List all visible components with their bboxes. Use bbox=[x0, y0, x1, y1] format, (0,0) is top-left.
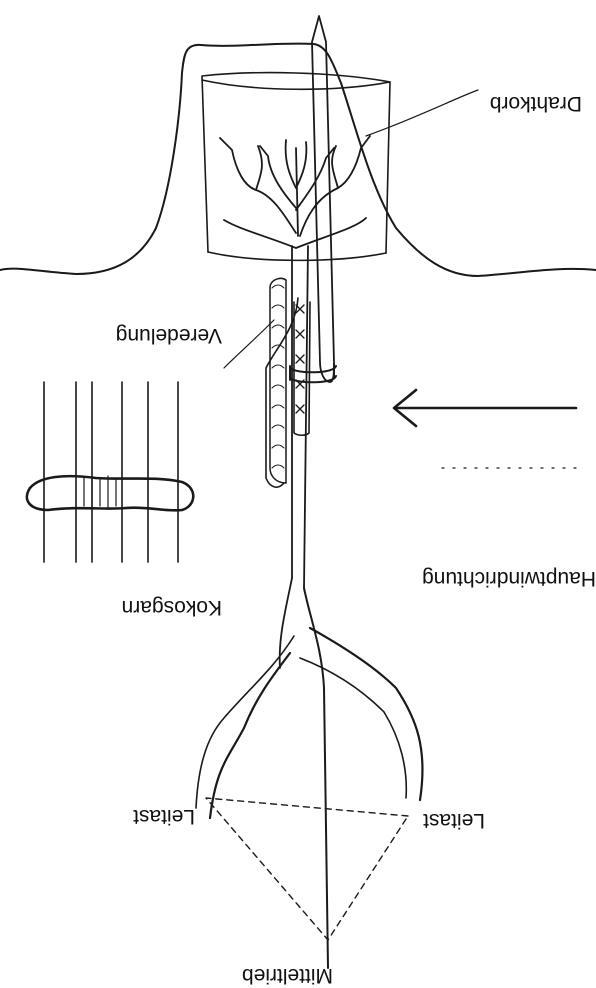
label-leitast-right: Leitast bbox=[423, 809, 485, 832]
wire-basket bbox=[202, 73, 390, 261]
trunk bbox=[266, 246, 310, 588]
tree-crown bbox=[196, 578, 423, 968]
label-hauptwindrichtung: Hauptwindrichtung bbox=[422, 567, 596, 590]
kokosgarn-inset bbox=[27, 382, 193, 562]
label-veredelung: Veredelung bbox=[116, 324, 222, 347]
label-drahtkorb: Drahtkorb bbox=[490, 92, 582, 115]
leader-line-veredelung bbox=[224, 320, 274, 368]
label-kokosgarn: Kokosgarn bbox=[122, 596, 222, 619]
label-leitast-left: Leitast bbox=[133, 805, 195, 828]
tree-tie bbox=[290, 364, 336, 382]
wind-arrow bbox=[394, 390, 576, 468]
labels: Drahtkorb Veredelung Hauptwindrichtung K… bbox=[116, 92, 596, 987]
ground-line bbox=[0, 44, 596, 276]
label-mitteltrieb: Mitteltrieb bbox=[242, 964, 333, 987]
leader-line-drahtkorb bbox=[366, 90, 478, 136]
rotated-drawing bbox=[0, 16, 596, 968]
